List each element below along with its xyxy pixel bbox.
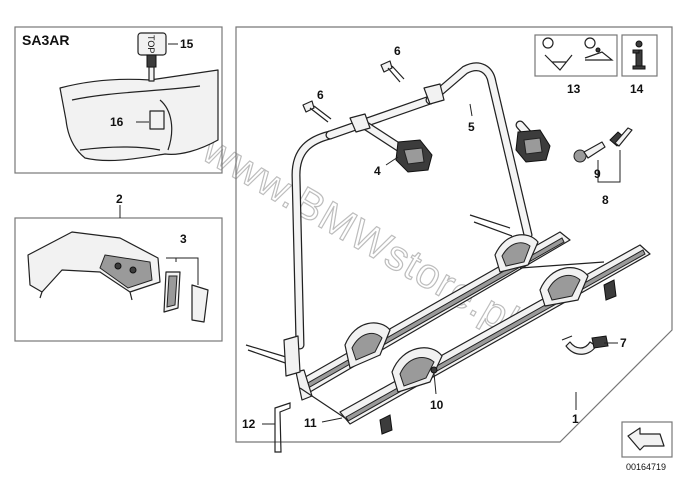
rear-bumper-illustration [59,69,219,162]
wheel-holder-top-rear [494,234,539,273]
hex-key-12 [274,402,291,453]
wheel-holder-top-front [539,267,589,307]
inset-box-top [14,26,223,174]
callout-7: 7 [620,336,627,350]
watermark: www.BMWstore.pl [195,125,527,344]
callout-2: 2 [116,192,123,206]
callout-6-right: 6 [394,44,401,58]
inset-header: SA3AR [22,32,69,48]
callout-1: 1 [572,412,579,426]
leader-3 [166,257,199,285]
main-assembly: 13 14 4 5 6 [235,26,673,443]
towbar-cover-flap [149,110,165,130]
callout-3: 3 [180,232,187,246]
instruction-pictogram-icon [534,34,618,77]
callout-15: 15 [180,37,194,51]
key-label: TOP [146,35,156,53]
inset-bumper-key: SA3AR TOP 15 16 [14,26,223,174]
bolt-6-right [380,60,405,83]
inset-holder: 2 3 [14,192,223,342]
holder-bracket [27,231,161,301]
bolt-6-left [302,100,332,123]
callout-4: 4 [374,164,381,178]
wheel-holder-front [391,347,443,393]
callout-12: 12 [242,417,256,431]
bolt-8 [609,127,633,147]
frame-holder-right [515,129,551,163]
callout-13: 13 [567,82,581,96]
leader-5 [469,103,473,117]
strap-7 [561,335,609,355]
leader-10 [433,372,437,395]
rubber-pads [163,271,209,323]
callout-11: 11 [304,416,317,430]
frame-holder-left [395,139,433,173]
key-part: TOP [137,32,167,82]
callout-14: 14 [630,82,644,96]
callout-10: 10 [430,398,444,412]
callout-9: 9 [594,167,601,181]
callout-6-left: 6 [317,88,324,102]
leader-8 [597,150,621,183]
callout-16: 16 [110,115,124,129]
inset-box-bottom [14,217,223,342]
leader-4 [385,156,399,166]
navigation-arrow-icon[interactable] [621,421,673,458]
wheel-holder-rear [344,322,391,369]
diagram-code: 00164719 [626,462,666,472]
callout-5: 5 [468,120,475,134]
main-frame [235,26,673,443]
info-icon [621,34,658,77]
callout-8: 8 [602,193,609,207]
leader-11 [321,417,343,423]
lock-key-9 [573,141,606,163]
